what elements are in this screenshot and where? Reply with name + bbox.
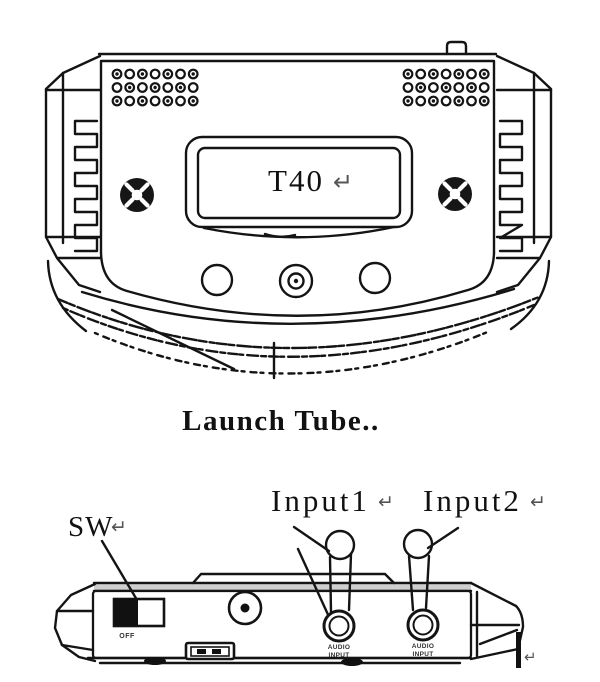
input1-label: Input1 — [271, 483, 370, 518]
display-return-mark: ↵ — [333, 168, 353, 196]
audio-jack-1-label-line2: INPUT — [329, 652, 350, 659]
speaker-grille-right — [402, 68, 490, 107]
side-view: ↵ OFF — [53, 483, 546, 668]
top-platform — [191, 572, 396, 585]
side-grip-right — [495, 54, 553, 294]
audio-jack-2-label-line2: INPUT — [413, 651, 434, 658]
sw-leader-line — [100, 539, 142, 607]
input2-label: Input2 — [423, 483, 522, 518]
display-panel: T40 ↵ — [184, 135, 414, 239]
foot-left — [144, 657, 166, 665]
sw-return-mark: ↵ — [111, 516, 127, 538]
screw-left — [120, 178, 154, 212]
audio-jack-1-label-line1: AUDIO — [328, 644, 350, 651]
audio-jack-1: AUDIO INPUT — [322, 609, 356, 659]
launch-tube — [46, 251, 551, 380]
usb-port — [184, 641, 236, 661]
input2-return-mark: ↵ — [530, 491, 546, 513]
input1-return-mark: ↵ — [378, 491, 394, 513]
launch-tube-leader-line — [110, 308, 236, 371]
button-left — [200, 263, 234, 297]
grip-ridges-left — [73, 119, 99, 253]
launch-tube-label: Launch Tube.. — [182, 405, 380, 437]
sw-label: SW — [68, 511, 114, 543]
end-cap-left — [53, 582, 97, 663]
cursor-bar-mark — [516, 632, 521, 668]
power-jack — [227, 590, 263, 626]
switch-off-label: OFF — [119, 633, 135, 640]
cable-loop-1 — [324, 529, 356, 614]
power-switch — [112, 597, 166, 628]
antenna-button — [445, 40, 468, 56]
screw-right — [438, 177, 472, 211]
grip-ridges-right — [498, 119, 524, 253]
bottom-return-mark: ↵ — [524, 648, 537, 666]
foot-right — [341, 658, 363, 666]
speaker-grille-left — [111, 68, 199, 107]
launch-tube-edge — [56, 295, 541, 350]
button-right — [358, 261, 392, 295]
display-text: T40 — [268, 163, 324, 198]
side-grip-left — [44, 54, 102, 294]
end-cap-right — [469, 581, 525, 661]
button-center — [278, 263, 314, 299]
cable-loop-2 — [402, 528, 434, 612]
audio-jack-2-label-line1: AUDIO — [412, 643, 434, 650]
top-view: T40 ↵ — [44, 40, 553, 437]
input1-leader-line — [292, 525, 331, 553]
plug-cable — [296, 547, 332, 621]
audio-jack-2: AUDIO INPUT — [406, 608, 440, 658]
